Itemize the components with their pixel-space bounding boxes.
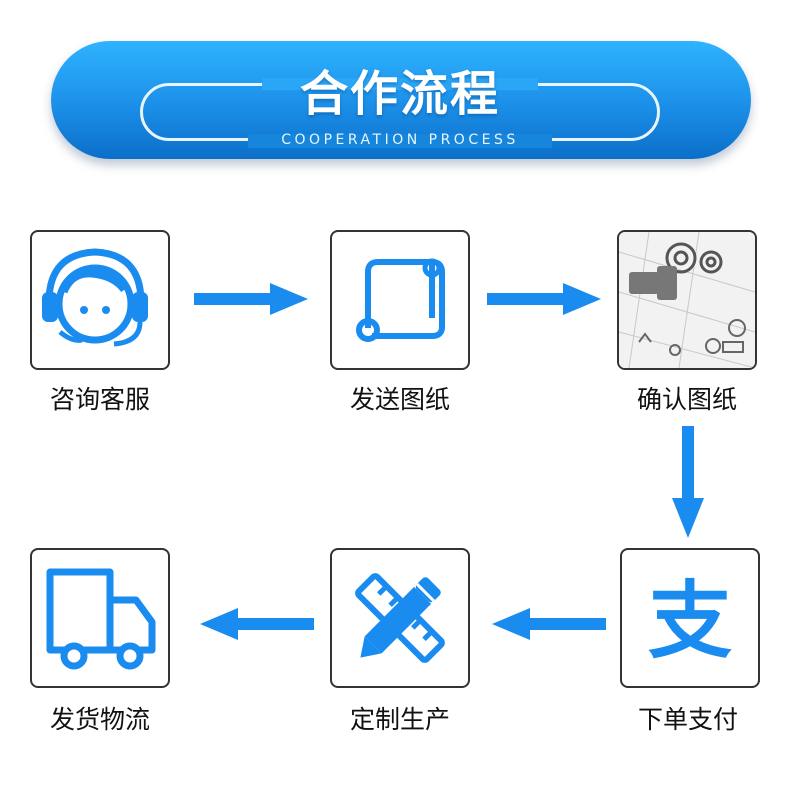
alipay-icon: 支 xyxy=(648,572,732,670)
delivery-truck-icon xyxy=(46,568,156,670)
arrow-down-icon xyxy=(672,426,704,538)
step-send-drawings-card xyxy=(330,230,470,370)
step-shipping-card xyxy=(30,548,170,688)
step-confirm-drawings-label: 确认图纸 xyxy=(636,385,737,414)
step-shipping-label: 发货物流 xyxy=(49,705,150,734)
title-frame-gap xyxy=(262,78,538,90)
step-payment-card: 支 xyxy=(620,548,760,688)
step-consult-card xyxy=(30,230,170,370)
page-subtitle: COOPERATION PROCESS xyxy=(281,132,519,148)
drawing-scroll-icon xyxy=(356,258,445,342)
pencil-ruler-icon xyxy=(355,573,445,663)
step-consult-label: 咨询客服 xyxy=(49,385,150,414)
step-confirm-drawings-card xyxy=(617,230,757,370)
step-production-label: 定制生产 xyxy=(349,705,450,734)
arrow-right-icon xyxy=(487,283,601,315)
step-send-drawings-label: 发送图纸 xyxy=(349,385,450,414)
arrow-left-icon xyxy=(200,608,314,640)
arrow-right-icon xyxy=(194,283,308,315)
headset-agent-icon xyxy=(42,248,148,347)
subtitle-frame-gap xyxy=(248,134,552,148)
page-title: 合作流程 xyxy=(299,66,500,122)
step-production-card xyxy=(330,548,470,688)
alipay-glyph: 支 xyxy=(648,572,732,670)
arrow-left-icon xyxy=(492,608,606,640)
gear-blueprint-icon xyxy=(619,232,755,368)
step-payment-label: 下单支付 xyxy=(637,705,738,734)
